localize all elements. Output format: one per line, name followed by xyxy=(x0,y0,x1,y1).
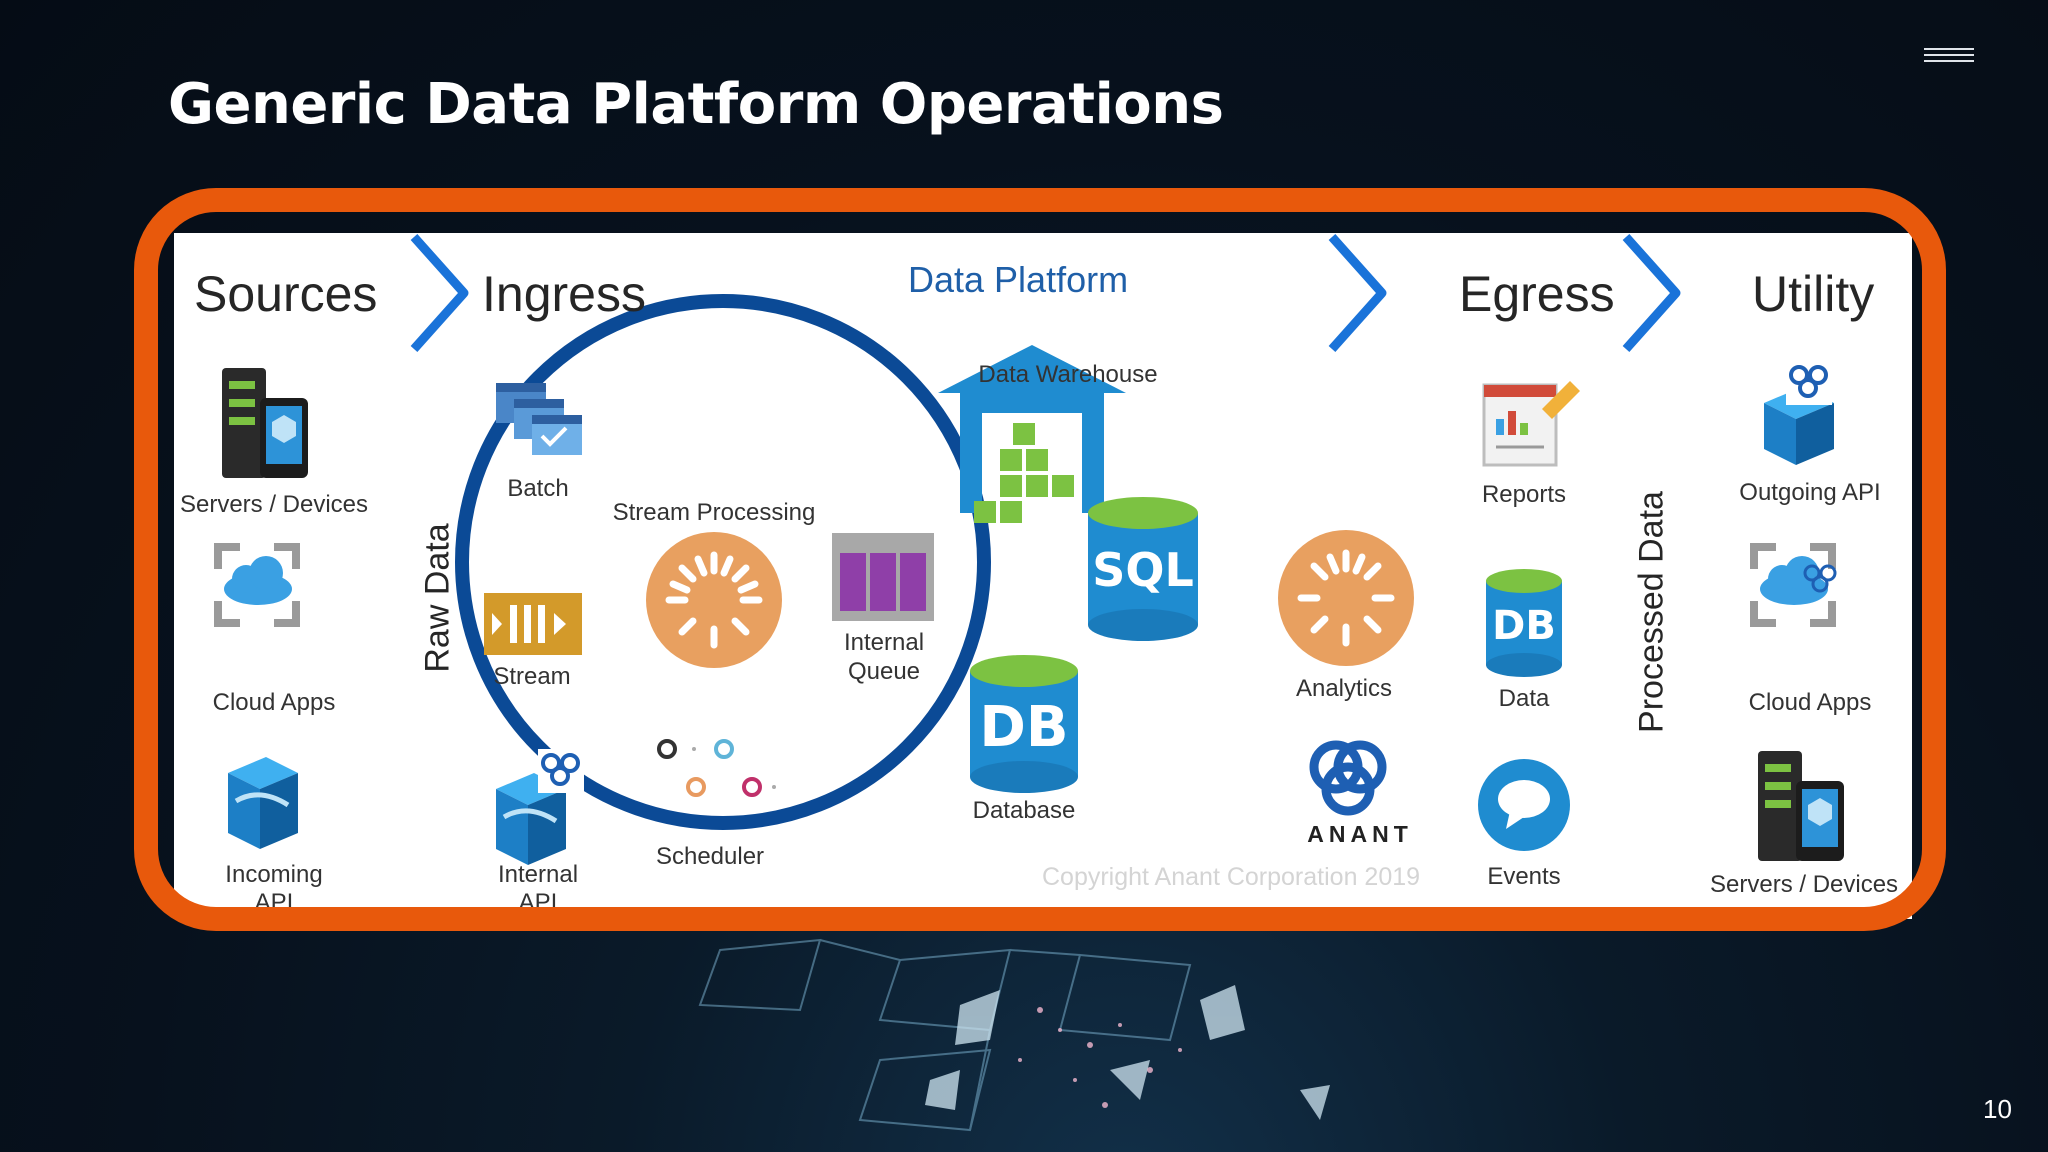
api-cube-icon xyxy=(228,757,298,849)
egress-reports-label: Reports xyxy=(1482,481,1566,509)
database-label: Database xyxy=(973,797,1076,825)
analytics-label: Analytics xyxy=(1296,675,1392,703)
sparkle-dots xyxy=(1018,1007,1182,1108)
anant-logo-icon xyxy=(1314,745,1382,811)
stream-processing-icon xyxy=(646,532,782,668)
header-egress: Egress xyxy=(1459,265,1615,323)
database-icon-text: DB xyxy=(979,695,1068,760)
ingress-stream-label: Stream xyxy=(493,663,570,691)
cloud-apps-icon xyxy=(218,547,296,623)
sql-icon-text: SQL xyxy=(1092,543,1194,597)
outgoing-api-icon xyxy=(1764,361,1834,465)
internal-queue-label-line2: Queue xyxy=(848,658,920,686)
sources-incoming-api-label-line2: API xyxy=(255,889,294,917)
sources-servers-label: Servers / Devices xyxy=(180,491,368,519)
chevron-sources-ingress-icon xyxy=(414,237,464,349)
scheduler-icon xyxy=(659,741,776,795)
chevron-platform-egress-icon xyxy=(1332,237,1382,349)
ingress-internal-api-label-line1: Internal xyxy=(498,861,578,889)
reports-icon xyxy=(1484,381,1580,465)
chevron-egress-utility-icon xyxy=(1626,237,1676,349)
api-cube-anant-icon xyxy=(496,749,584,865)
header-sources: Sources xyxy=(194,265,377,323)
stream-icon xyxy=(484,593,582,655)
egress-data-label: Data xyxy=(1499,685,1550,713)
menu-icon[interactable] xyxy=(1924,48,1974,66)
ingress-internal-api-label-line2: API xyxy=(519,889,558,917)
scheduler-label: Scheduler xyxy=(656,843,764,871)
raw-data-label: Raw Data xyxy=(419,523,458,672)
header-ingress: Ingress xyxy=(482,265,646,323)
ingress-batch-label: Batch xyxy=(507,475,568,503)
sources-incoming-api-label-line1: Incoming xyxy=(225,861,322,889)
copyright-notice: Copyright Anant Corporation 2019 xyxy=(1042,863,1420,892)
internal-queue-label-line1: Internal xyxy=(844,629,924,657)
egress-events-label: Events xyxy=(1487,863,1560,891)
server-device-icon xyxy=(222,368,308,478)
header-utility: Utility xyxy=(1752,265,1874,323)
internal-queue-icon xyxy=(832,533,934,621)
page-number: 10 xyxy=(1983,1094,2012,1125)
egress-data-icon-text: DB xyxy=(1492,603,1556,649)
slide-title: Generic Data Platform Operations xyxy=(168,72,1223,137)
header-data-platform: Data Platform xyxy=(908,259,1128,301)
cloud-apps-anant-icon xyxy=(1754,547,1835,623)
server-device-utility-icon xyxy=(1758,751,1844,861)
data-platform-diagram: Sources Ingress Data Platform Egress Uti… xyxy=(174,233,1912,919)
processed-data-label: Processed Data xyxy=(1633,491,1672,733)
anant-wordmark: ANANT xyxy=(1307,821,1413,848)
stream-processing-label: Stream Processing xyxy=(613,499,816,527)
utility-servers-label: Servers / Devices xyxy=(1710,871,1898,899)
events-chat-icon xyxy=(1478,759,1570,851)
utility-outgoing-api-label: Outgoing API xyxy=(1739,479,1880,507)
utility-cloud-apps-label: Cloud Apps xyxy=(1749,689,1872,717)
batch-icon xyxy=(496,383,582,455)
data-warehouse-label: Data Warehouse xyxy=(978,361,1157,389)
analytics-icon xyxy=(1278,530,1414,666)
sources-cloud-apps-label: Cloud Apps xyxy=(213,689,336,717)
